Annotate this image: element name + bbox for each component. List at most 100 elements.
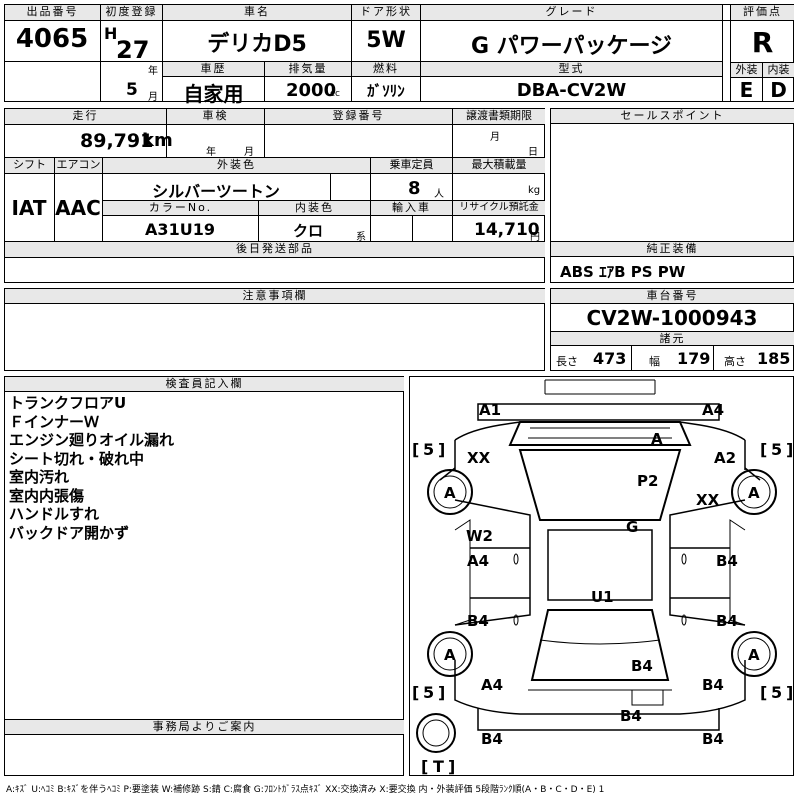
chassis-number: CV2W-1000943: [586, 306, 758, 330]
code-b4-br: B4: [702, 676, 724, 694]
fuel: ｶﾞｿﾘﾝ: [367, 82, 405, 100]
rule: [264, 61, 265, 102]
lot-number: 4065: [15, 24, 89, 54]
spec-label: 諸元: [551, 332, 794, 346]
transfer-month-unit: 月: [490, 132, 500, 143]
note-line: 室内内張傷: [9, 486, 85, 505]
tire-rl-bracket: [: [412, 683, 419, 702]
inspector-box: [4, 376, 404, 776]
tire-rr-tread: 5: [771, 683, 782, 702]
import-label: 輸入車: [371, 201, 452, 215]
code-b4-right2: B4: [716, 612, 738, 630]
displacement: 2000: [286, 80, 337, 101]
rule: [330, 173, 331, 200]
mileage-label: 走行: [5, 109, 166, 124]
reg-month: 5: [126, 80, 138, 100]
ext-color: シルバーツートン: [152, 182, 280, 201]
code-b4-cl: B4: [481, 730, 503, 748]
note-line: バックドア開かず: [9, 523, 130, 542]
height-label: 高さ: [724, 355, 746, 368]
inspector-label: 検査員記入欄: [5, 377, 404, 392]
rule: [351, 61, 352, 102]
lot-label: 出品番号: [5, 5, 100, 20]
color-no-label: カラーNo.: [103, 201, 258, 215]
interior-label: 内装: [763, 63, 794, 77]
equipment-label: 純正装備: [551, 242, 794, 257]
rule: [550, 331, 794, 332]
code-a4-bl: A4: [481, 676, 503, 694]
history-label: 車歴: [163, 62, 264, 76]
rule: [762, 62, 763, 102]
inspector-notes: トランクフロアU ＦインナーＷ エンジン廻りオイル漏れ シート切れ・破れ中 室内…: [9, 394, 174, 542]
tire-rl-tread: 5: [423, 683, 434, 702]
note-line: ハンドルすれ: [9, 505, 100, 523]
rule: [351, 4, 352, 61]
history: 自家用: [183, 82, 244, 106]
capacity: 8: [408, 178, 421, 199]
rule: [162, 76, 722, 77]
first-reg-label: 初度登録: [101, 5, 162, 20]
shift: IAT: [11, 196, 47, 220]
code-u1: U1: [591, 588, 614, 606]
year-unit: 年: [148, 66, 158, 77]
chassis-label: 車台番号: [551, 289, 794, 304]
tire-rr-bracket: ]: [786, 683, 793, 702]
rule: [4, 241, 545, 242]
code-b4-roof: B4: [631, 657, 653, 675]
transfer-day-unit: 日: [528, 147, 538, 158]
recycle: 14,710: [474, 220, 540, 240]
code-p2: P2: [637, 472, 658, 490]
transfer-label: 譲渡書類期限: [453, 109, 545, 124]
ac-label: エアコン: [55, 158, 102, 173]
tire-fr-bracket: ]: [786, 440, 793, 459]
chassis-box: [550, 288, 794, 371]
rule: [713, 346, 714, 371]
door-type: 5W: [366, 28, 406, 53]
code-w2: W2: [466, 527, 493, 545]
later-parts-label: 後日発送部品: [5, 242, 545, 257]
note-line: トランクフロアU: [9, 394, 127, 412]
code-xx-right: XX: [696, 491, 720, 509]
mileage: 89,791: [80, 130, 154, 152]
mid-block: [4, 108, 545, 283]
color-no: A31U19: [145, 220, 215, 239]
rule: [420, 4, 421, 61]
rule: [452, 157, 453, 241]
code-wheel-fl: A: [444, 484, 456, 502]
rule: [100, 61, 722, 62]
rule: [102, 200, 545, 201]
width: 179: [677, 349, 711, 368]
tire-fl-bracket: ]: [438, 440, 445, 459]
rule: [100, 4, 101, 102]
rule: [420, 61, 421, 102]
rule: [4, 20, 794, 21]
rule: [412, 215, 413, 241]
model: DBA-CV2W: [516, 80, 627, 101]
code-g: G: [626, 518, 638, 536]
code-a4-top: A4: [702, 401, 724, 419]
code-a1: A1: [479, 401, 501, 419]
note-line: エンジン廻りオイル漏れ: [9, 431, 175, 449]
rule: [4, 157, 545, 158]
inspection-year-unit: 年: [206, 147, 216, 158]
rule: [162, 4, 163, 102]
office-label: 事務局よりご案内: [5, 720, 404, 735]
car-name-label: 車名: [163, 5, 351, 20]
exterior-label: 外装: [731, 63, 762, 77]
rule: [631, 346, 632, 371]
score: R: [751, 26, 774, 59]
rule: [102, 157, 103, 241]
rule: [370, 157, 371, 241]
code-wheel-fr: A: [748, 484, 760, 502]
score-label: 評価点: [731, 5, 794, 20]
month-unit: 月: [148, 92, 158, 103]
car-name: デリカD5: [207, 32, 307, 57]
int-color-label: 内装色: [259, 201, 370, 215]
length-label: 長さ: [556, 355, 578, 368]
int-color-unit: 系: [356, 232, 366, 243]
rule: [4, 173, 545, 174]
code-b4-left: B4: [467, 612, 489, 630]
fuel-label: 燃料: [352, 62, 420, 76]
tire-rl-bracket: ]: [438, 683, 445, 702]
inspection-month-unit: 月: [244, 147, 254, 158]
